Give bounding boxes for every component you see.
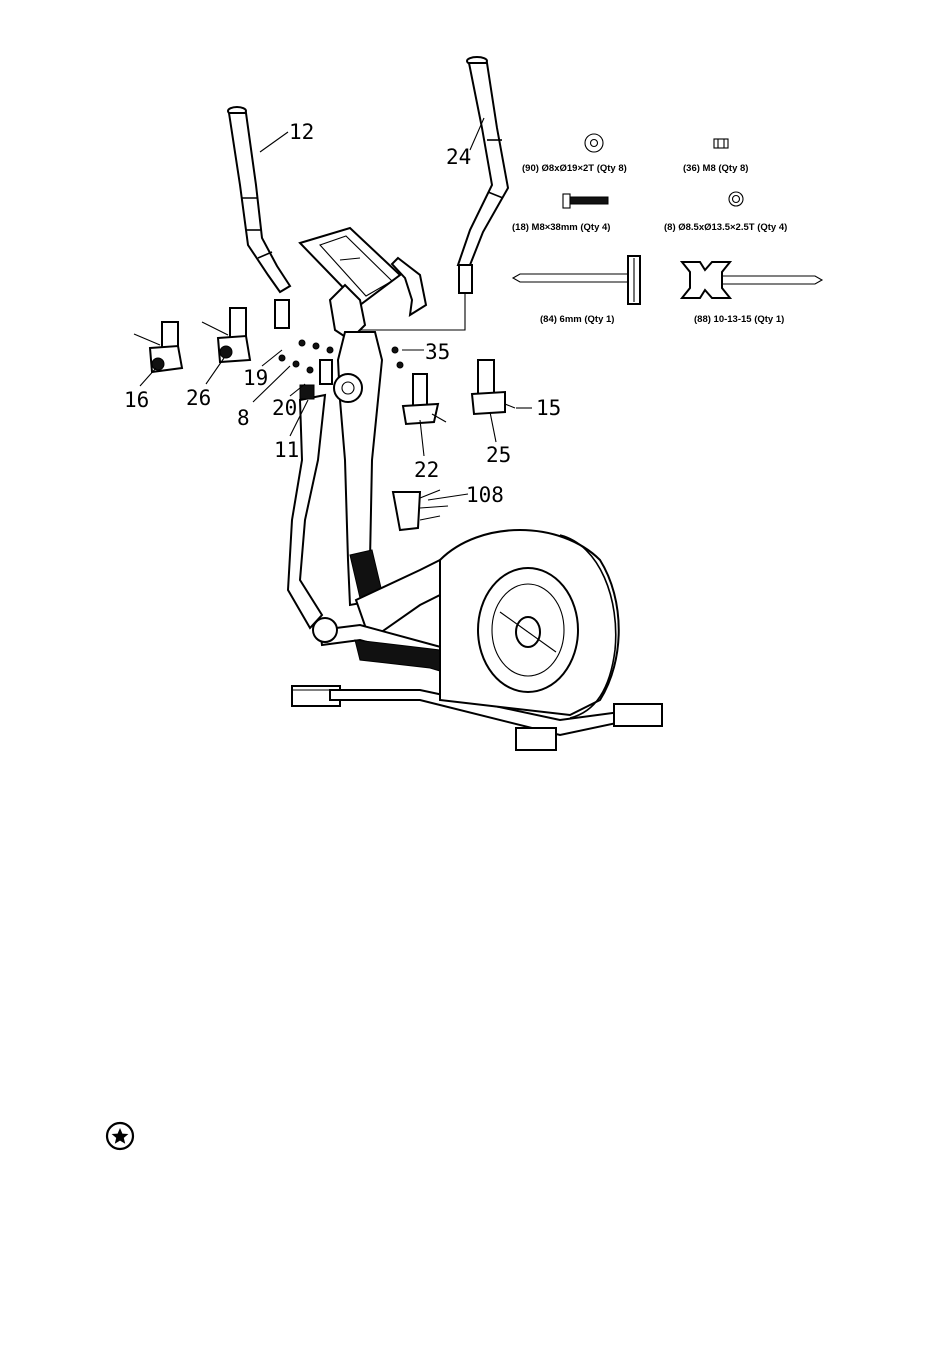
callout-35: 35 [425,340,450,364]
callout-22: 22 [414,458,439,482]
hardware-label-spanner-88: (88) 10-13-15 (Qty 1) [694,314,784,325]
console [300,228,426,340]
callout-25: 25 [486,443,511,467]
callout-26: 26 [186,386,211,410]
flat-washer-icon [585,134,603,152]
callout-15: 15 [536,396,561,420]
spring-washer-icon [729,192,743,206]
callout-19: 19 [243,366,268,390]
callout-16: 16 [124,388,149,412]
hardware-label-washer-8: (8) Ø8.5xØ13.5×2.5T (Qty 4) [664,222,787,233]
bracket-25 [472,360,515,414]
callout-24: 24 [446,145,471,169]
spanner-icon [682,262,822,298]
bolt-icon [563,194,608,208]
allen-key-icon [513,256,640,304]
callout-12: 12 [289,120,314,144]
bracket-22 [403,374,446,424]
star-in-circle-icon [107,1123,133,1149]
hardware-label-nut-36: (36) M8 (Qty 8) [683,163,748,174]
hardware-label-bolt-18: (18) M8×38mm (Qty 4) [512,222,610,233]
callout-108: 108 [466,483,504,507]
flywheel-cover [440,530,619,718]
upper-handlebar-left [228,107,290,328]
callout-11: 11 [274,438,299,462]
callout-20: 20 [272,396,297,420]
bracket-108 [393,490,448,530]
hardware-panel: (90) Ø8xØ19×2T (Qty 8) (36) M8 (Qty 8) (… [512,134,822,325]
hardware-label-allen-key-84: (84) 6mm (Qty 1) [540,314,614,325]
pedal-arm-bracket-16 [134,322,182,372]
hardware-label-washer-90: (90) Ø8xØ19×2T (Qty 8) [522,163,627,174]
pedal-arm-bracket-26 [202,308,250,362]
callout-8: 8 [237,406,250,430]
nut-icon [714,139,728,148]
